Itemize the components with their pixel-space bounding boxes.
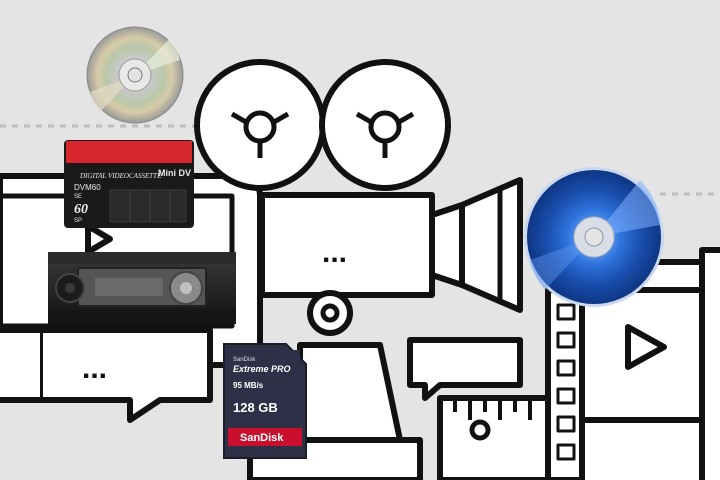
projector-knob: [307, 290, 353, 336]
bluray-disc: [524, 167, 664, 307]
film-reel-left: [194, 59, 326, 191]
minidv-mode: SP: [74, 218, 82, 224]
minidv-duration: 60: [74, 202, 88, 217]
projector-stand: [297, 342, 403, 443]
dashed-lines: [0, 124, 720, 196]
film-strip-holes: [556, 303, 576, 461]
sd-speed: 95 MB/s: [233, 381, 264, 390]
speech-bubble-icon: [0, 327, 213, 423]
sd-brand-small: SanDisk: [233, 357, 256, 363]
film-reel-right: [319, 59, 451, 191]
projector-ellipsis: ...: [322, 236, 347, 269]
video-player-side: [699, 247, 720, 480]
projector-icon: [247, 177, 523, 480]
speech-bubble-left: [37, 327, 213, 423]
projector-neck: [429, 202, 465, 288]
sd-brand: SanDisk: [240, 432, 284, 444]
sd-product: Extreme PRO: [233, 364, 291, 374]
sd-red-band: [228, 428, 302, 446]
sd-capacity: 128 GB: [233, 400, 278, 415]
vhs-cassette: [48, 252, 236, 324]
minidv-red-label: [66, 141, 192, 163]
minidv-cassette: DIGITAL VIDEOCASSETTE Mini DV DVM60 SE 6…: [64, 140, 194, 228]
ruler-hole: [469, 419, 491, 441]
video-player-icon: [579, 247, 720, 480]
minidv-top-label: DIGITAL VIDEOCASSETTE: [79, 172, 162, 180]
film-reel-spokes: [230, 110, 415, 158]
minidv-brand: Mini DV: [158, 168, 191, 178]
projector-lens: [459, 177, 523, 313]
speech-bubble-middle: [407, 337, 523, 401]
minidv-sub: SE: [74, 194, 82, 200]
video-player-play-icon: [625, 324, 667, 370]
ruler-ticks: [453, 398, 532, 420]
film-reel-icon: [194, 59, 451, 191]
minidv-model: DVM60: [74, 183, 101, 192]
monitor-play-icon: [85, 223, 113, 255]
sd-card: SanDisk Extreme PRO 95 MB/s 128 GB SanDi…: [223, 343, 307, 459]
cd-disc: [86, 26, 184, 124]
monitor-ellipsis: ...: [82, 352, 107, 385]
